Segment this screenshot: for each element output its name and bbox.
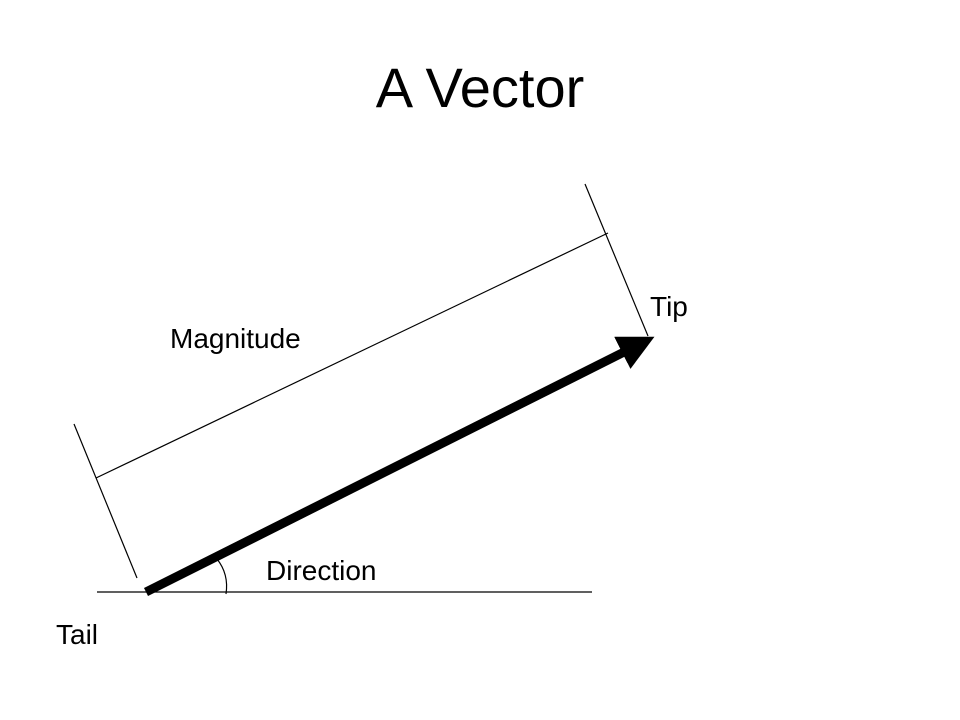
magnitude-dimension-line (95, 232, 609, 479)
magnitude-extension-line-tip (584, 183, 649, 337)
vector-arrow (143, 336, 655, 597)
direction-angle-arc (216, 558, 228, 595)
tail-label: Tail (56, 619, 99, 650)
direction-label: Direction (266, 555, 377, 586)
magnitude-label: Magnitude (170, 323, 301, 354)
tip-label: Tip (650, 291, 688, 322)
slide-title: A Vector (375, 56, 585, 119)
magnitude-extension-line-tail (73, 423, 138, 579)
